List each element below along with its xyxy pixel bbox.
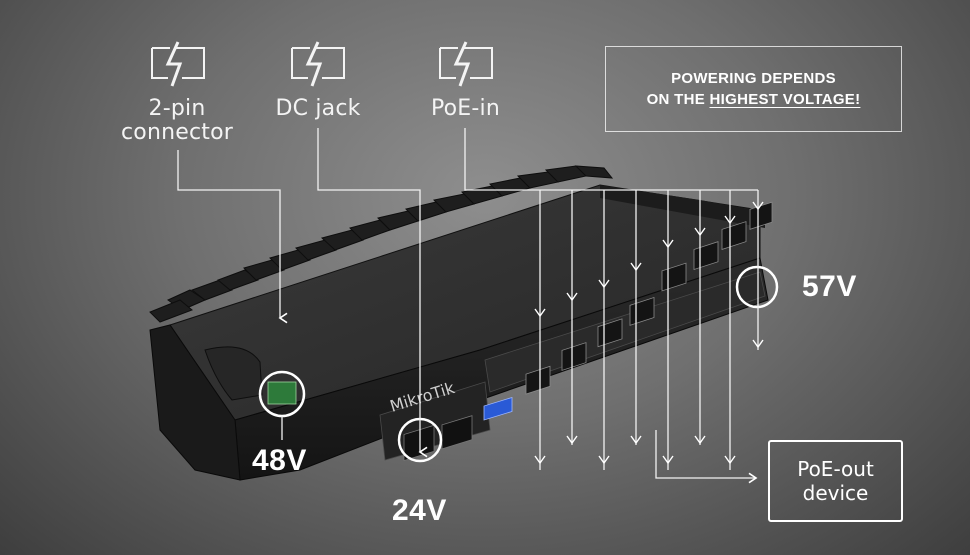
battery-bolt-icon [439, 41, 493, 87]
heatsink-fins [149, 165, 614, 323]
notice-line-2: ON THE HIGHEST VOLTAGE! [646, 91, 861, 108]
notice-box: POWERING DEPENDS ON THE HIGHEST VOLTAGE! [605, 46, 902, 132]
source-label-dc-jack: DC jack [275, 96, 361, 121]
voltage-24v: 24V [392, 494, 447, 527]
voltage-57v: 57V [802, 270, 857, 303]
notice-line-1: POWERING DEPENDS [671, 70, 836, 87]
source-label-poe-in: PoE-in [430, 96, 501, 121]
ethernet-ports [525, 201, 773, 395]
battery-bolt-icon [291, 41, 345, 87]
voltage-48v: 48V [252, 444, 307, 477]
router-left-cap [149, 324, 241, 481]
poe-out-device-box: PoE-out device [768, 440, 903, 522]
source-label-2pin: 2-pin connector [120, 96, 233, 145]
usb-port [483, 396, 513, 421]
notice-emphasis: HIGHEST VOLTAGE! [709, 91, 861, 108]
two-pin-terminal [267, 381, 297, 405]
battery-bolt-icon [151, 41, 205, 87]
connector-lines [177, 128, 759, 484]
